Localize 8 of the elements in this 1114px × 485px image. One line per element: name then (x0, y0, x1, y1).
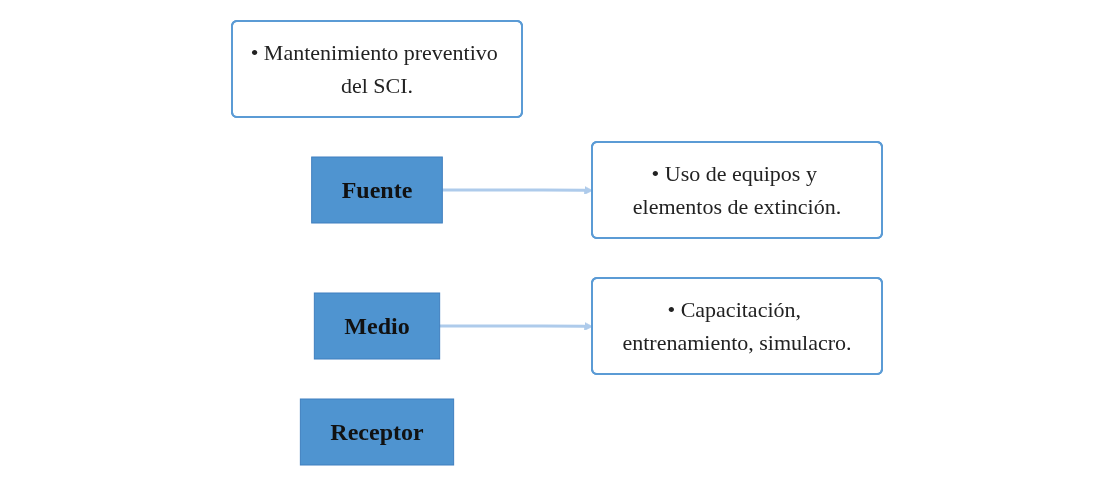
node-box: Fuente (311, 156, 443, 223)
node-text: • Capacitación, entrenamiento, simulacro. (622, 296, 852, 355)
node-box: Medio (313, 292, 441, 359)
node-text: • Mantenimiento preventivo del SCI. (250, 39, 498, 98)
arrow (442, 185, 593, 195)
arrow (439, 321, 593, 331)
node-text: • Uso de equipos y elementos de extinción. (632, 160, 842, 219)
node-box: Receptor (299, 398, 455, 465)
